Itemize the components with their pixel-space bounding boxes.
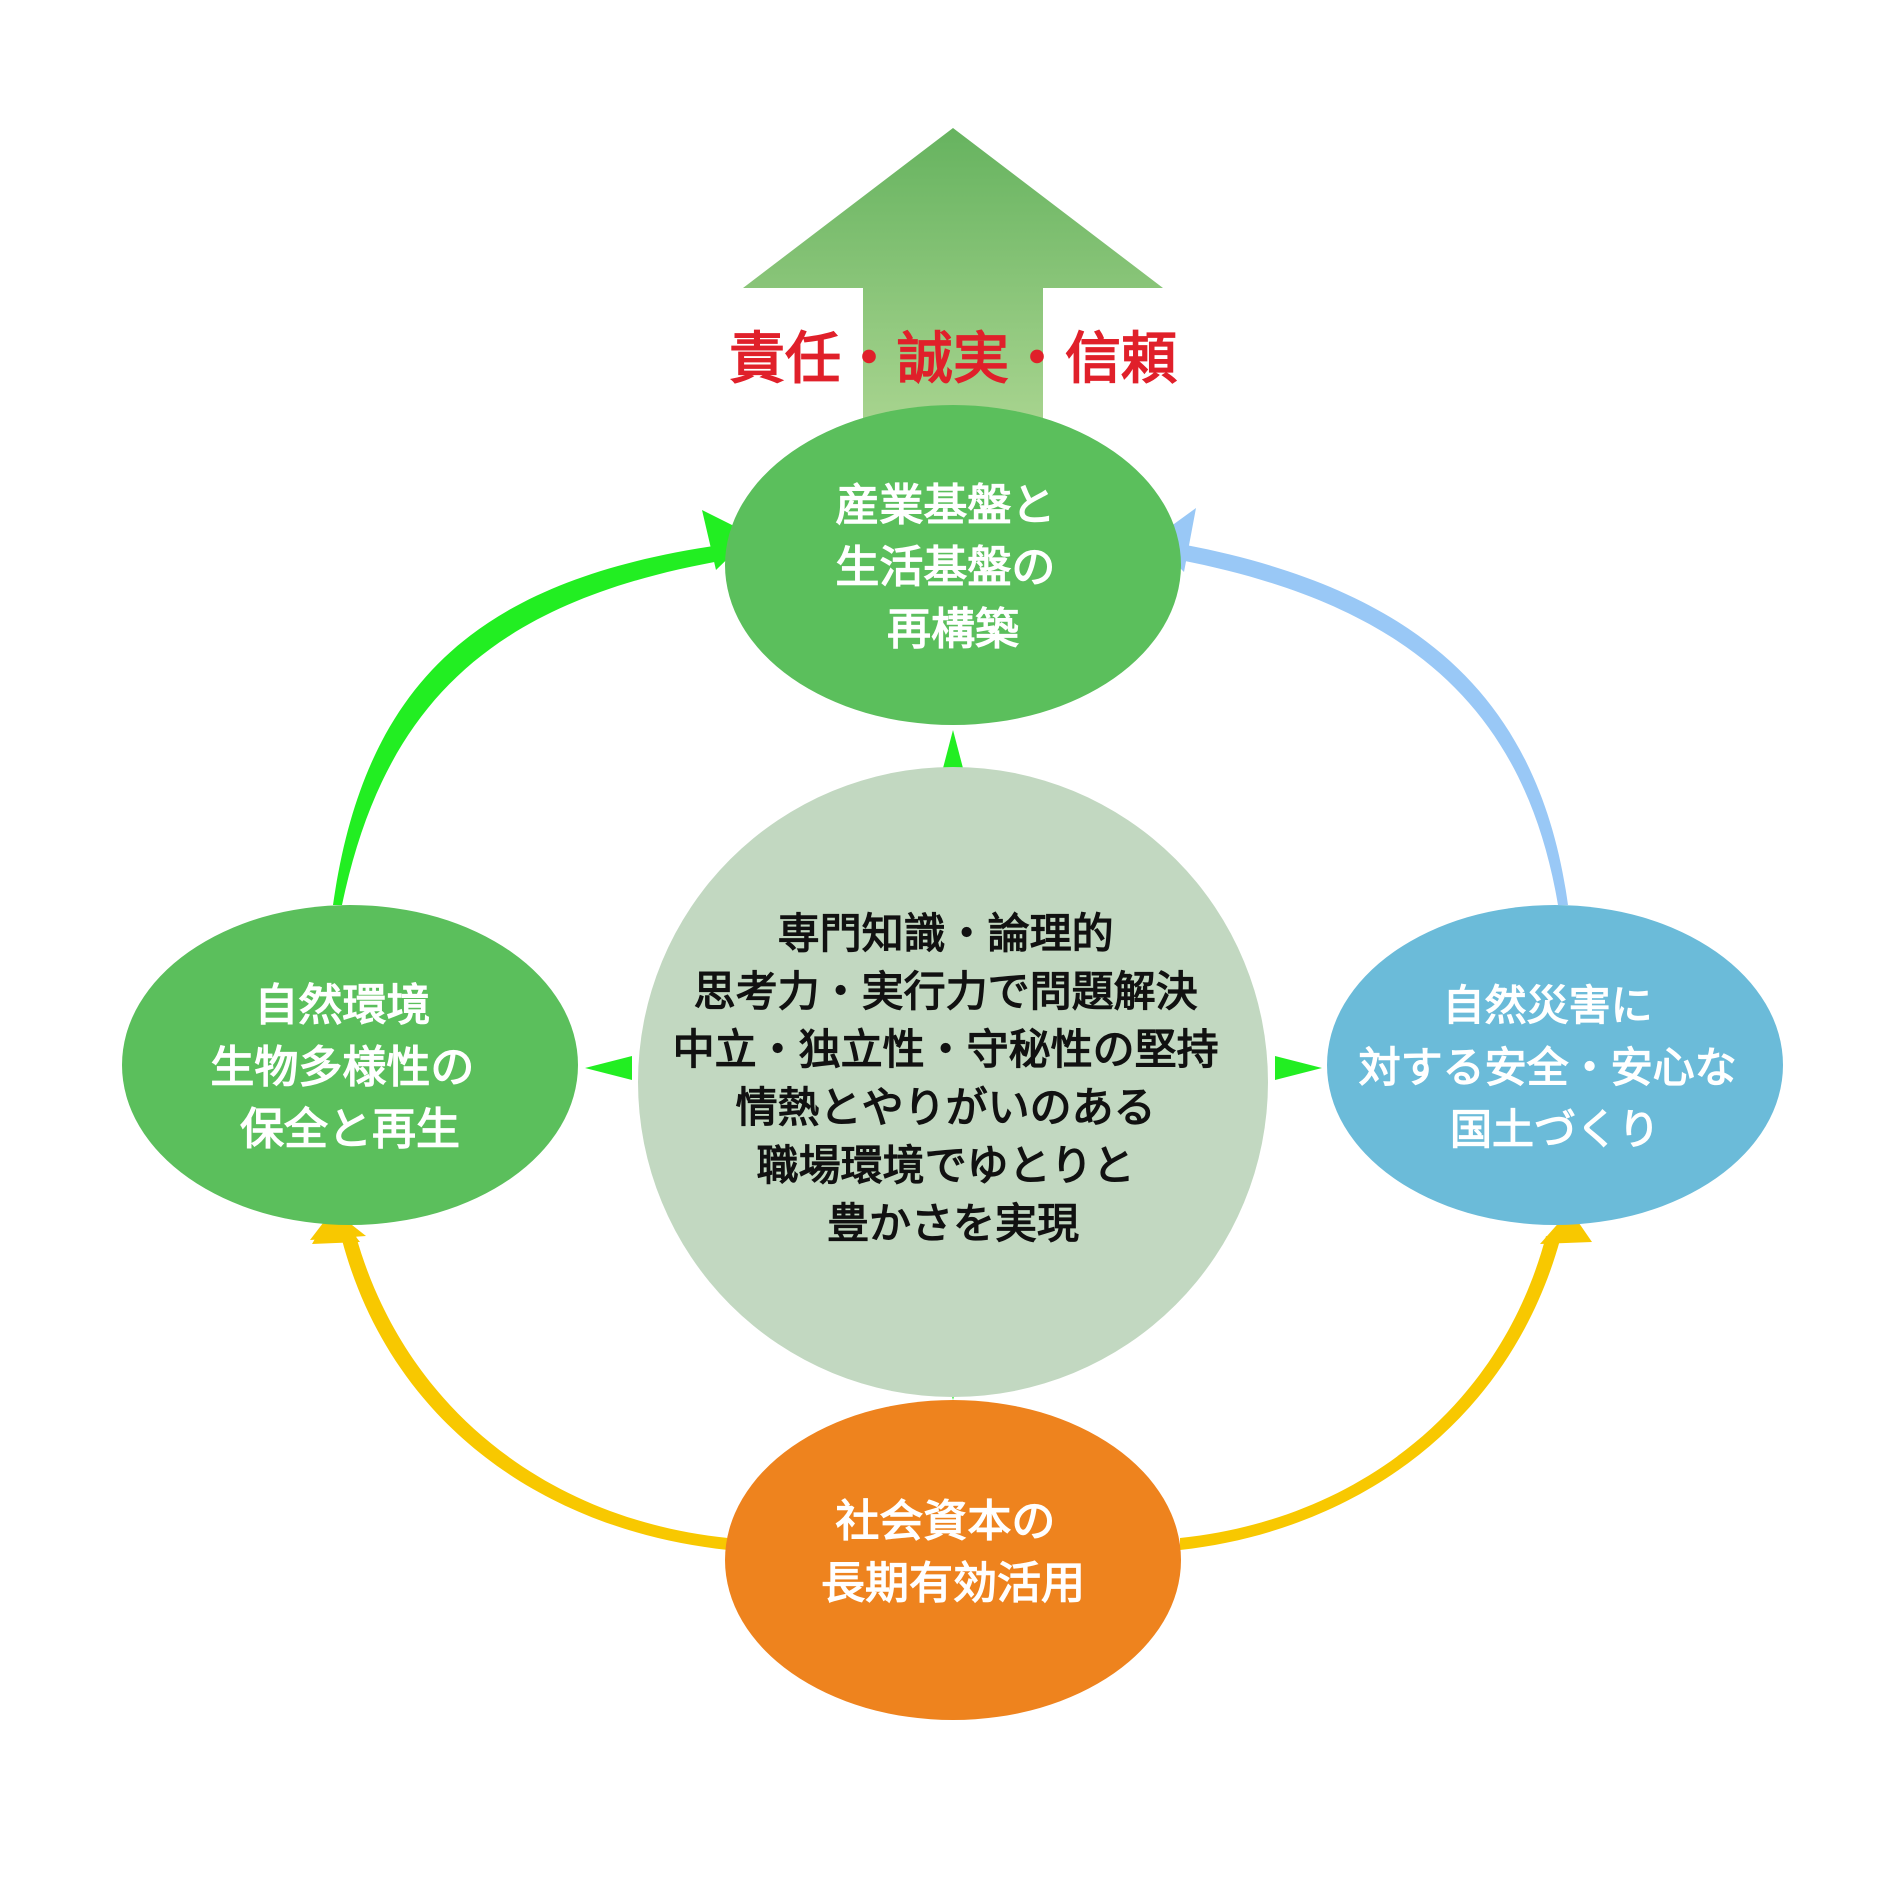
node-right-label: 自然災害に 対する安全・安心な 国土づくり [1359,981,1752,1154]
arrow-bottom-to-right [1180,1210,1592,1550]
node-top-label: 産業基盤と 生活基盤の 再構築 [835,480,1070,655]
connector-up [942,730,964,772]
node-top [725,405,1181,725]
node-center [638,767,1268,1397]
node-center-label: 専門知識・論理的 思考力・実行力で問題解決 中立・独立性・守秘性の堅持 情熱とや… [673,909,1234,1248]
arrow-right-to-top [1152,508,1568,905]
node-left [122,905,578,1225]
node-left-label: 自然環境 生物多様性の 保全と再生 [210,980,489,1155]
connector-right [1275,1056,1322,1080]
node-right [1327,905,1783,1225]
up-arrow [743,128,1163,425]
node-bottom-label: 社会資本の 長期有効活用 [821,1496,1085,1609]
arrow-left-to-top [333,510,752,905]
connector-left [585,1056,632,1080]
arrow-bottom-to-left [310,1208,728,1550]
node-bottom [725,1400,1181,1720]
tagline: 責任・誠実・信頼 [729,327,1178,392]
